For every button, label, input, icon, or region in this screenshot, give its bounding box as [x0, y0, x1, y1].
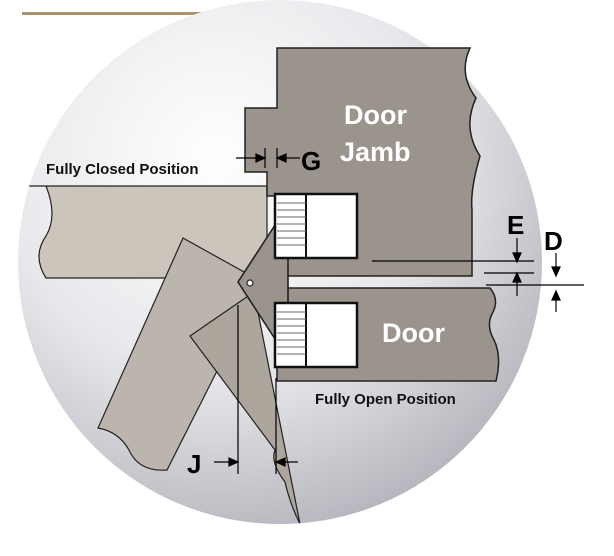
door-jamb-label-line1: Door	[344, 100, 407, 130]
dimension-g-label: G	[301, 146, 321, 176]
upper-hinge-body	[273, 192, 359, 260]
door-leaf-intermediate	[97, 237, 263, 471]
fully-closed-position-label: Fully Closed Position	[46, 161, 199, 178]
dimension-j-label: J	[187, 449, 201, 479]
dimension-d-label: D	[544, 226, 563, 256]
dimension-e	[372, 238, 534, 296]
fully-open-position-label: Fully Open Position	[315, 391, 456, 408]
dimension-g	[236, 148, 300, 168]
door-jamb-label-line2: Jamb	[340, 137, 411, 167]
dimension-e-label: E	[507, 210, 524, 240]
dimension-d	[486, 253, 584, 312]
door-leaves	[18, 185, 301, 524]
door-leaf-fully-open	[189, 290, 301, 524]
header-accent-line	[22, 12, 316, 15]
hinge-pivot-pin	[246, 279, 254, 287]
door-label: Door	[382, 318, 445, 348]
dimension-j	[214, 305, 298, 474]
lower-hinge-body	[273, 301, 359, 369]
